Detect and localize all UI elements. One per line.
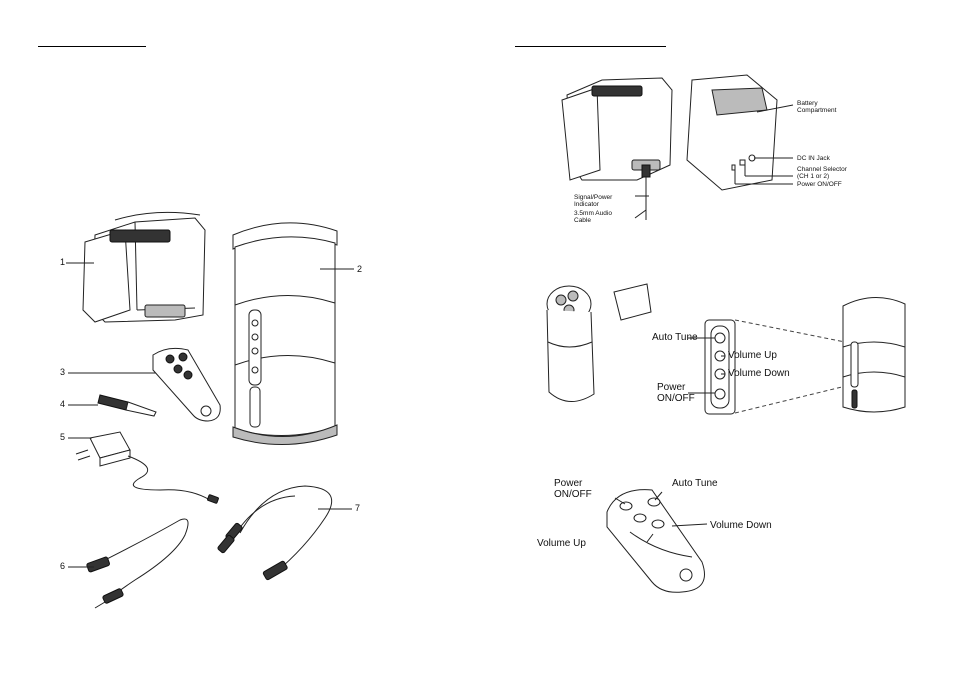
part-number-6: 6: [60, 561, 65, 571]
part-number-4: 4: [60, 399, 65, 409]
part-number-1: 1: [60, 257, 65, 267]
label-7-leader: [318, 508, 354, 512]
audio-cable-label: 3.5mm Audio Cable: [574, 210, 612, 224]
right-page: Battery Compartment DC IN Jack Channel S…: [477, 0, 954, 674]
label-6-leader: [68, 566, 96, 570]
label-2-leader: [320, 268, 356, 272]
top-diagram-leaders: [657, 100, 797, 240]
auto-tune-label-bottom: Auto Tune: [672, 478, 718, 489]
part-number-3: 3: [60, 367, 65, 377]
volume-down-label-bottom: Volume Down: [710, 520, 772, 531]
speaker-illustration: [225, 215, 345, 445]
rca-cable-illustration: [215, 478, 355, 593]
label-4-leader: [68, 404, 100, 408]
auto-tune-label-middle: Auto Tune: [652, 332, 698, 343]
extension-cable-illustration: [85, 510, 195, 610]
power-on-off-label-bottom: Power ON/OFF: [554, 478, 592, 500]
remote-illustration: [148, 345, 228, 425]
volume-up-label-bottom: Volume Up: [537, 538, 586, 549]
volume-down-label-middle: Volume Down: [728, 368, 790, 379]
dc-in-jack-label: DC IN Jack: [797, 155, 830, 162]
part-number-2: 2: [357, 264, 362, 274]
signal-power-indicator-label: Signal/Power Indicator: [574, 194, 612, 208]
channel-selector-label: Channel Selector (CH 1 or 2): [797, 166, 847, 180]
volume-up-label-middle: Volume Up: [728, 350, 777, 361]
speaker-top-open-illustration: [539, 282, 659, 412]
left-header-rule: [38, 46, 146, 47]
left-page: 1 2 3 4 5: [0, 0, 477, 674]
label-5-leader: [68, 437, 94, 441]
label-3-leader: [68, 372, 158, 376]
speaker-front-small: [839, 292, 909, 417]
label-1-leader: [66, 262, 96, 266]
bottom-diagram-leaders: [607, 490, 727, 550]
power-on-off-label-top: Power ON/OFF: [797, 181, 842, 188]
right-header-rule: [515, 46, 666, 47]
power-on-off-label-middle: Power ON/OFF: [657, 382, 695, 404]
audio-adapter-illustration: [98, 390, 158, 420]
part-number-7: 7: [355, 503, 360, 513]
part-number-5: 5: [60, 432, 65, 442]
power-adapter-illustration: [70, 428, 230, 508]
battery-compartment-label: Battery Compartment: [797, 100, 836, 114]
transmitter-dock-illustration: [75, 210, 215, 340]
